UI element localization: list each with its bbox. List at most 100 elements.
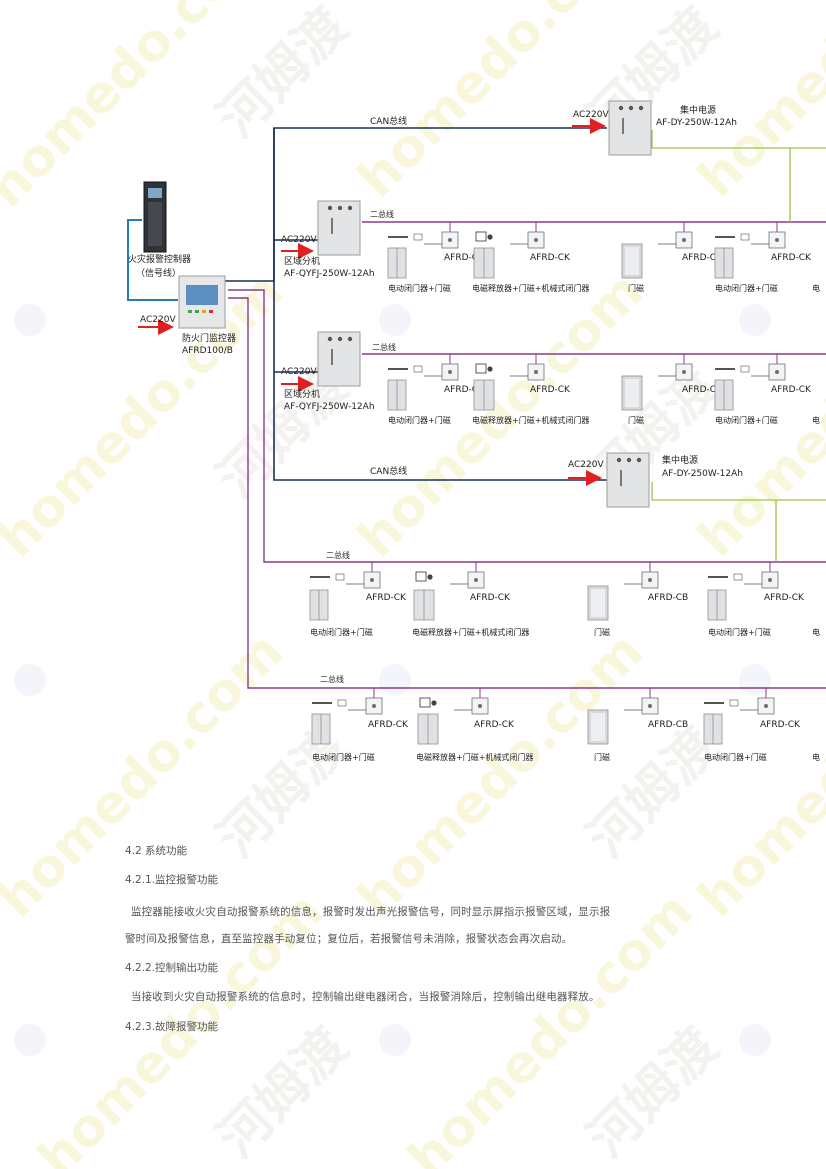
two-bus-label: 二总线 xyxy=(372,342,396,352)
device-caption: 门磁 xyxy=(594,752,610,762)
power-supply-label: 集中电源 xyxy=(662,454,698,466)
paragraph-control-output: 当接收到火灾自动报警系统的信息时，控制输出继电器闭合，当报警消除后，控制输出继电… xyxy=(131,991,600,1003)
device-rows: AFRD-CK 电动闭门器+门磁 AFRD-CK 电磁释放器+门磁+机械式闭门器 AFR… xyxy=(309,222,820,762)
module-led xyxy=(648,704,652,708)
power-supply-cabinet xyxy=(608,100,652,156)
releaser-magnet xyxy=(431,700,437,706)
branch-ac-label: AC220V xyxy=(281,367,317,377)
module-label-ck: AFRD-CK xyxy=(366,593,407,603)
module-led xyxy=(648,578,652,582)
fire-door-panel xyxy=(625,379,639,407)
module-led xyxy=(682,238,686,242)
section-heading-4-2-3: 4.2.3.故障报警功能 xyxy=(125,1021,219,1033)
device-caption-cut: 电 xyxy=(812,627,820,637)
device-caption: 门磁 xyxy=(594,627,610,637)
module-led xyxy=(448,370,452,374)
watermark-text: 河姆渡 xyxy=(207,1016,360,1169)
device-caption: 电动闭门器+门磁 xyxy=(388,415,451,425)
module-label-cb: AFRD-CB xyxy=(648,593,688,603)
door-sensor-icon xyxy=(413,365,423,373)
device-caption-cut: 电 xyxy=(812,415,820,425)
module-label-cb: AFRD-CB xyxy=(648,720,688,730)
branch-ac-label: AC220V xyxy=(281,235,317,245)
device-caption-cut: 电 xyxy=(812,752,820,762)
module-led xyxy=(534,238,538,242)
device-caption-cut: 电 xyxy=(812,283,820,293)
module-led xyxy=(534,370,538,374)
fire-door-panel xyxy=(591,589,605,617)
device-caption: 电动闭门器+门磁 xyxy=(388,283,451,293)
watermark-text: 河姆渡 xyxy=(577,356,730,509)
power-supply-label: 集中电源 xyxy=(680,104,716,116)
module-led xyxy=(775,238,779,242)
watermark-text: homedo.com xyxy=(0,261,295,569)
device-caption: 电磁释放器+门磁+机械式闭门器 xyxy=(472,415,589,425)
magnetic-releaser-icon xyxy=(415,571,427,582)
watermark-text: 河姆渡 xyxy=(207,0,360,149)
device-caption: 电动闭门器+门磁 xyxy=(715,283,778,293)
can-bus-lines xyxy=(224,127,607,481)
door-monitor-unit xyxy=(178,275,226,329)
section-heading-4-2: 4.2 系统功能 xyxy=(125,845,188,857)
power-supply-model: AF-DY-250W-12Ah xyxy=(656,118,737,128)
releaser-magnet xyxy=(487,234,493,240)
can-bus-label: CAN总线 xyxy=(370,465,407,477)
monitor-model: AFRD100/B xyxy=(182,346,233,356)
module-label-ck: AFRD-CK xyxy=(764,593,805,603)
two-bus-label: 二总线 xyxy=(326,550,350,560)
device-caption: 电动闭门器+门磁 xyxy=(704,752,767,762)
module-led xyxy=(478,704,482,708)
fire-door-panel xyxy=(591,713,605,741)
magnetic-releaser-icon xyxy=(475,231,487,242)
module-label-ck: AFRD-CK xyxy=(771,253,812,263)
module-label-ck: AFRD-CK xyxy=(530,253,571,263)
controller-label: 火灾报警控制器 xyxy=(128,253,191,265)
power-ac-label: AC220V xyxy=(573,110,609,120)
module-led xyxy=(775,370,779,374)
power-supply-model: AF-DY-250W-12Ah xyxy=(662,469,743,479)
door-sensor-icon xyxy=(740,233,750,241)
module-label-ck: AFRD-CK xyxy=(444,253,485,263)
device-caption: 电磁释放器+门磁+机械式闭门器 xyxy=(412,627,529,637)
can-bus-label: CAN总线 xyxy=(370,115,407,127)
module-label-cb: AFRD-CB xyxy=(682,253,722,263)
module-label-ck: AFRD-CK xyxy=(368,720,409,730)
device-caption: 电动闭门器+门磁 xyxy=(715,415,778,425)
paragraph-monitor-alarm-line2: 警时间及报警信息，直至监控器手动复位；复位后，若报警信号未消除，报警状态会再次启… xyxy=(125,933,573,945)
module-led xyxy=(768,578,772,582)
device-caption: 电动闭门器+门磁 xyxy=(708,627,771,637)
two-bus-label: 二总线 xyxy=(370,209,394,219)
device-caption: 门磁 xyxy=(628,415,644,425)
device-caption: 电动闭门器+门磁 xyxy=(310,627,373,637)
fire-alarm-controller-cabinet xyxy=(143,181,167,253)
magnetic-releaser-icon xyxy=(419,697,431,708)
branch-label: 区域分机 xyxy=(284,255,320,267)
ac-arrows xyxy=(138,118,606,486)
releaser-magnet xyxy=(427,574,433,580)
branch-model: AF-QYFJ-250W-12Ah xyxy=(284,269,375,279)
two-bus-label: 二总线 xyxy=(320,674,344,684)
door-sensor-icon xyxy=(337,699,347,707)
watermark-text: 河姆渡 xyxy=(577,1016,730,1169)
module-label-ck: AFRD-CK xyxy=(470,593,511,603)
section-heading-4-2-1: 4.2.1.监控报警功能 xyxy=(125,874,219,886)
module-label-ck: AFRD-CK xyxy=(530,385,571,395)
power-supply-cabinet xyxy=(606,452,650,508)
module-led xyxy=(682,370,686,374)
watermark-text: 河姆渡 xyxy=(207,716,360,869)
module-led xyxy=(474,578,478,582)
power-lines xyxy=(651,130,826,562)
device-caption: 电磁释放器+门磁+机械式闭门器 xyxy=(416,752,533,762)
module-led xyxy=(448,238,452,242)
module-label-ck: AFRD-CK xyxy=(760,720,801,730)
monitor-label: 防火门监控器 xyxy=(182,332,236,344)
device-caption: 电动闭门器+门磁 xyxy=(312,752,375,762)
module-label-ck: AFRD-CK xyxy=(444,385,485,395)
door-sensor-icon xyxy=(335,573,345,581)
controller-signal-label: （信号线） xyxy=(136,267,181,279)
branch-model: AF-QYFJ-250W-12Ah xyxy=(284,402,375,412)
module-led xyxy=(370,578,374,582)
section-heading-4-2-2: 4.2.2.控制输出功能 xyxy=(125,962,219,974)
device-caption: 门磁 xyxy=(628,283,644,293)
